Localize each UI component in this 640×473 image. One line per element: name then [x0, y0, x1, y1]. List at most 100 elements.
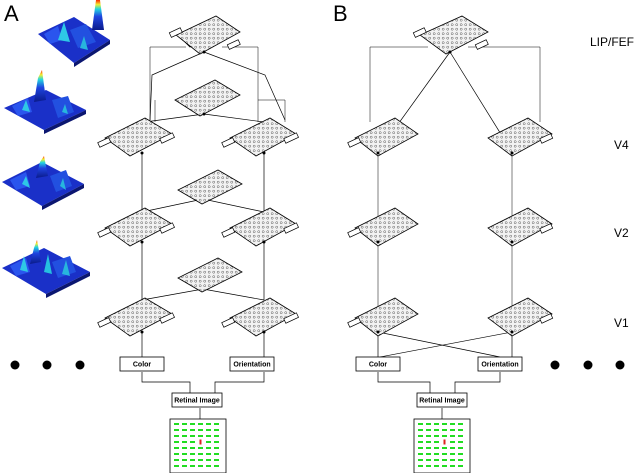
- distractor-item: [450, 459, 455, 461]
- color-box-a: Color: [119, 356, 165, 372]
- distractor-item: [418, 459, 423, 461]
- distractor-item: [214, 447, 219, 449]
- v1-sheet-b-right: [487, 297, 554, 337]
- ellipsis-dots-left: [10, 360, 85, 370]
- distractor-item: [458, 447, 463, 449]
- color-box-b: Color: [355, 356, 401, 372]
- retinal-image-box-b-label: Retinal Image: [419, 398, 465, 405]
- area-label-lip-fef: LIP/FEF: [590, 35, 634, 49]
- orientation-box-b: Orientation: [477, 356, 523, 372]
- distractor-item: [426, 459, 431, 461]
- surface-plot-4: [2, 240, 90, 298]
- target-item: [443, 439, 446, 445]
- distractor-item: [434, 459, 439, 461]
- distractor-item: [450, 441, 455, 443]
- distractor-item: [442, 447, 447, 449]
- distractor-item: [450, 465, 455, 467]
- color-box-b-label: Color: [369, 362, 388, 369]
- v1-sheet-a-right: [221, 297, 299, 337]
- distractor-item: [214, 465, 219, 467]
- distractor-item: [182, 447, 187, 449]
- distractor-item: [450, 447, 455, 449]
- ellipsis-dots-right: [550, 360, 625, 370]
- distractor-item: [206, 447, 211, 449]
- intermediate-sheet-a-1: [174, 79, 241, 117]
- distractor-item: [214, 423, 219, 425]
- v4-sheet-a-left: [97, 117, 175, 157]
- distractor-item: [206, 453, 211, 455]
- distractor-item: [206, 423, 211, 425]
- panel-a-letter: A: [4, 1, 19, 26]
- distractor-item: [458, 459, 463, 461]
- distractor-item: [198, 453, 203, 455]
- orientation-box-a-label: Orientation: [233, 362, 270, 369]
- distractor-item: [458, 435, 463, 437]
- distractor-item: [182, 429, 187, 431]
- distractor-item: [434, 441, 439, 443]
- panel-b-letter: B: [333, 1, 348, 26]
- distractor-item: [174, 453, 179, 455]
- distractor-item: [190, 435, 195, 437]
- retinal-image-box-a-label: Retinal Image: [174, 398, 220, 405]
- distractor-item: [190, 423, 195, 425]
- stimulus-display-b: [413, 418, 471, 473]
- distractor-item: [182, 423, 187, 425]
- distractor-item: [214, 435, 219, 437]
- distractor-item: [174, 435, 179, 437]
- panel-a-network: Color Orientation Retinal Image: [97, 15, 299, 473]
- distractor-item: [418, 447, 423, 449]
- distractor-item: [182, 453, 187, 455]
- distractor-item: [442, 435, 447, 437]
- distractor-item: [174, 459, 179, 461]
- orientation-box-b-label: Orientation: [481, 362, 518, 369]
- distractor-item: [206, 459, 211, 461]
- distractor-item: [198, 435, 203, 437]
- distractor-item: [214, 459, 219, 461]
- v2-sheet-a-right: [221, 207, 299, 247]
- distractor-item: [426, 435, 431, 437]
- distractor-item: [198, 465, 203, 467]
- panel-b-network: Color Orientation Retinal Image: [347, 15, 554, 473]
- distractor-item: [214, 441, 219, 443]
- distractor-item: [198, 459, 203, 461]
- distractor-item: [434, 435, 439, 437]
- distractor-item: [182, 459, 187, 461]
- distractor-item: [418, 441, 423, 443]
- distractor-item: [450, 429, 455, 431]
- distractor-item: [214, 453, 219, 455]
- distractor-item: [206, 435, 211, 437]
- surface-plot-1: [38, 0, 110, 67]
- distractor-item: [182, 435, 187, 437]
- distractor-item: [190, 441, 195, 443]
- distractor-item: [418, 435, 423, 437]
- distractor-item: [418, 429, 423, 431]
- distractor-item: [182, 441, 187, 443]
- distractor-item: [198, 447, 203, 449]
- distractor-item: [206, 465, 211, 467]
- v4-sheet-a-right: [221, 117, 299, 157]
- v2-sheet-a-left: [97, 207, 175, 247]
- orientation-box-a: Orientation: [229, 356, 275, 372]
- distractor-item: [174, 429, 179, 431]
- distractor-item: [442, 459, 447, 461]
- distractor-item: [450, 423, 455, 425]
- surface-plot-2: [4, 70, 86, 134]
- distractor-item: [434, 447, 439, 449]
- area-label-v4: V4: [614, 138, 629, 152]
- distractor-item: [174, 465, 179, 467]
- lip-sheet-b: [412, 15, 489, 55]
- distractor-item: [434, 453, 439, 455]
- distractor-item: [198, 429, 203, 431]
- distractor-item: [426, 441, 431, 443]
- target-item: [199, 439, 202, 445]
- distractor-item: [426, 453, 431, 455]
- distractor-item: [434, 423, 439, 425]
- distractor-item: [442, 453, 447, 455]
- distractor-item: [426, 423, 431, 425]
- area-label-v2: V2: [614, 226, 629, 240]
- distractor-item: [174, 441, 179, 443]
- distractor-item: [174, 423, 179, 425]
- distractor-item: [190, 453, 195, 455]
- distractor-item: [182, 465, 187, 467]
- distractor-item: [442, 423, 447, 425]
